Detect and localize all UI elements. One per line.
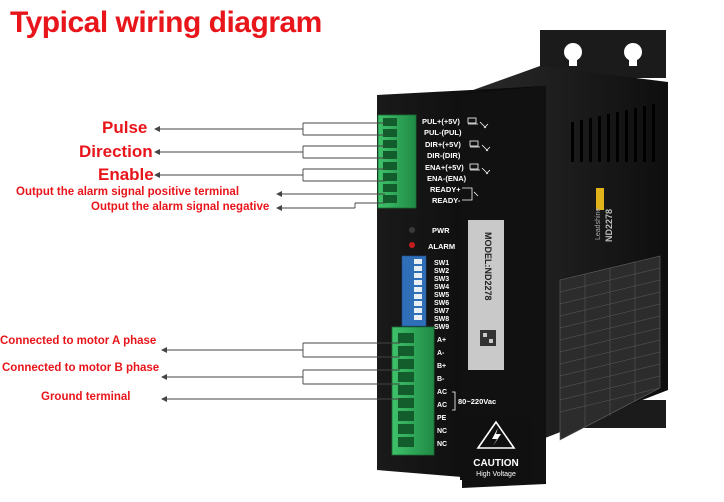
label-pulse: Pulse (102, 118, 148, 137)
terminal-dir-minus: DIR-(DIR) (427, 151, 461, 160)
label-motor-b: Connected to motor B phase (2, 362, 160, 374)
model-text: MODEL:ND2278 (483, 232, 493, 301)
terminal-ready-plus: READY+ (430, 185, 461, 194)
terminal-ac-1: AC (437, 389, 447, 396)
power-terminal-block (391, 326, 435, 456)
sw5-label: SW5 (434, 292, 449, 299)
terminal-nc-2: NC (437, 441, 447, 448)
brand-logo (596, 188, 604, 210)
arrow-icon (154, 172, 160, 178)
sw8-label: SW8 (434, 316, 449, 323)
dip-switch-labels: SW1 SW2 SW3 SW4 SW5 SW6 SW7 SW8 SW9 (434, 260, 449, 331)
arrow-icon (276, 191, 282, 197)
terminal-pe: PE (437, 415, 447, 422)
status-indicators: PWR ALARM (409, 226, 455, 251)
caution-text: CAUTION (473, 458, 519, 469)
label-enable: Enable (98, 165, 154, 184)
page-title: Typical wiring diagram (10, 6, 322, 39)
terminal-a-plus: A+ (437, 337, 446, 344)
pwr-led-icon (409, 227, 415, 233)
connector-lines (158, 122, 400, 400)
terminal-ready-minus: READY- (432, 196, 461, 205)
side-brand-text: Leadshine (595, 208, 602, 240)
label-alarm-positive: Output the alarm signal positive termina… (16, 186, 240, 198)
caution-sticker: CAUTION High Voltage (460, 418, 532, 480)
sw1-label: SW1 (434, 260, 449, 267)
arrow-icon (154, 149, 160, 155)
model-label: MODEL:ND2278 (468, 220, 504, 370)
terminal-ena-plus: ENA+(+5V) (425, 163, 464, 172)
voltage-label: 80~220Vac (458, 397, 496, 406)
sw4-label: SW4 (434, 284, 449, 291)
dip-switch (401, 255, 427, 327)
label-motor-a: Connected to motor A phase (0, 335, 157, 347)
label-alarm-negative: Output the alarm signal negative (91, 201, 270, 213)
high-voltage-text: High Voltage (476, 471, 516, 478)
signal-terminal-block (377, 114, 417, 209)
arrow-icon (154, 126, 160, 132)
sw9-label: SW9 (434, 324, 449, 331)
terminal-pul-minus: PUL-(PUL) (424, 128, 462, 137)
label-ground: Ground terminal (41, 391, 131, 403)
arrow-icon (276, 205, 282, 211)
arrow-icon (161, 396, 167, 402)
terminal-b-plus: B+ (437, 363, 446, 370)
power-terminal-labels: A+ A- B+ B- AC AC PE NC NC 80~220Vac (437, 337, 496, 448)
sw2-label: SW2 (434, 268, 449, 275)
sw7-label: SW7 (434, 308, 449, 315)
sw6-label: SW6 (434, 300, 449, 307)
optocoupler-symbols (462, 117, 491, 201)
terminal-a-minus: A- (437, 350, 445, 357)
label-direction: Direction (79, 142, 153, 161)
sw3-label: SW3 (434, 276, 449, 283)
terminal-pul-plus: PUL+(+5V) (422, 117, 460, 126)
terminal-ena-minus: ENA-(ENA) (427, 174, 467, 183)
arrow-icon (161, 347, 167, 353)
terminal-b-minus: B- (437, 376, 445, 383)
signal-terminal-labels: PUL+(+5V) PUL-(PUL) DIR+(+5V) DIR-(DIR) … (422, 117, 467, 205)
arrow-icon (161, 374, 167, 380)
side-model-text: ND2278 (604, 209, 614, 242)
alarm-led-icon (409, 242, 415, 248)
pwr-label: PWR (432, 226, 450, 235)
alarm-label: ALARM (428, 242, 455, 251)
terminal-dir-plus: DIR+(+5V) (425, 140, 461, 149)
terminal-nc-1: NC (437, 428, 447, 435)
terminal-ac-2: AC (437, 402, 447, 409)
arrowheads (154, 126, 282, 402)
